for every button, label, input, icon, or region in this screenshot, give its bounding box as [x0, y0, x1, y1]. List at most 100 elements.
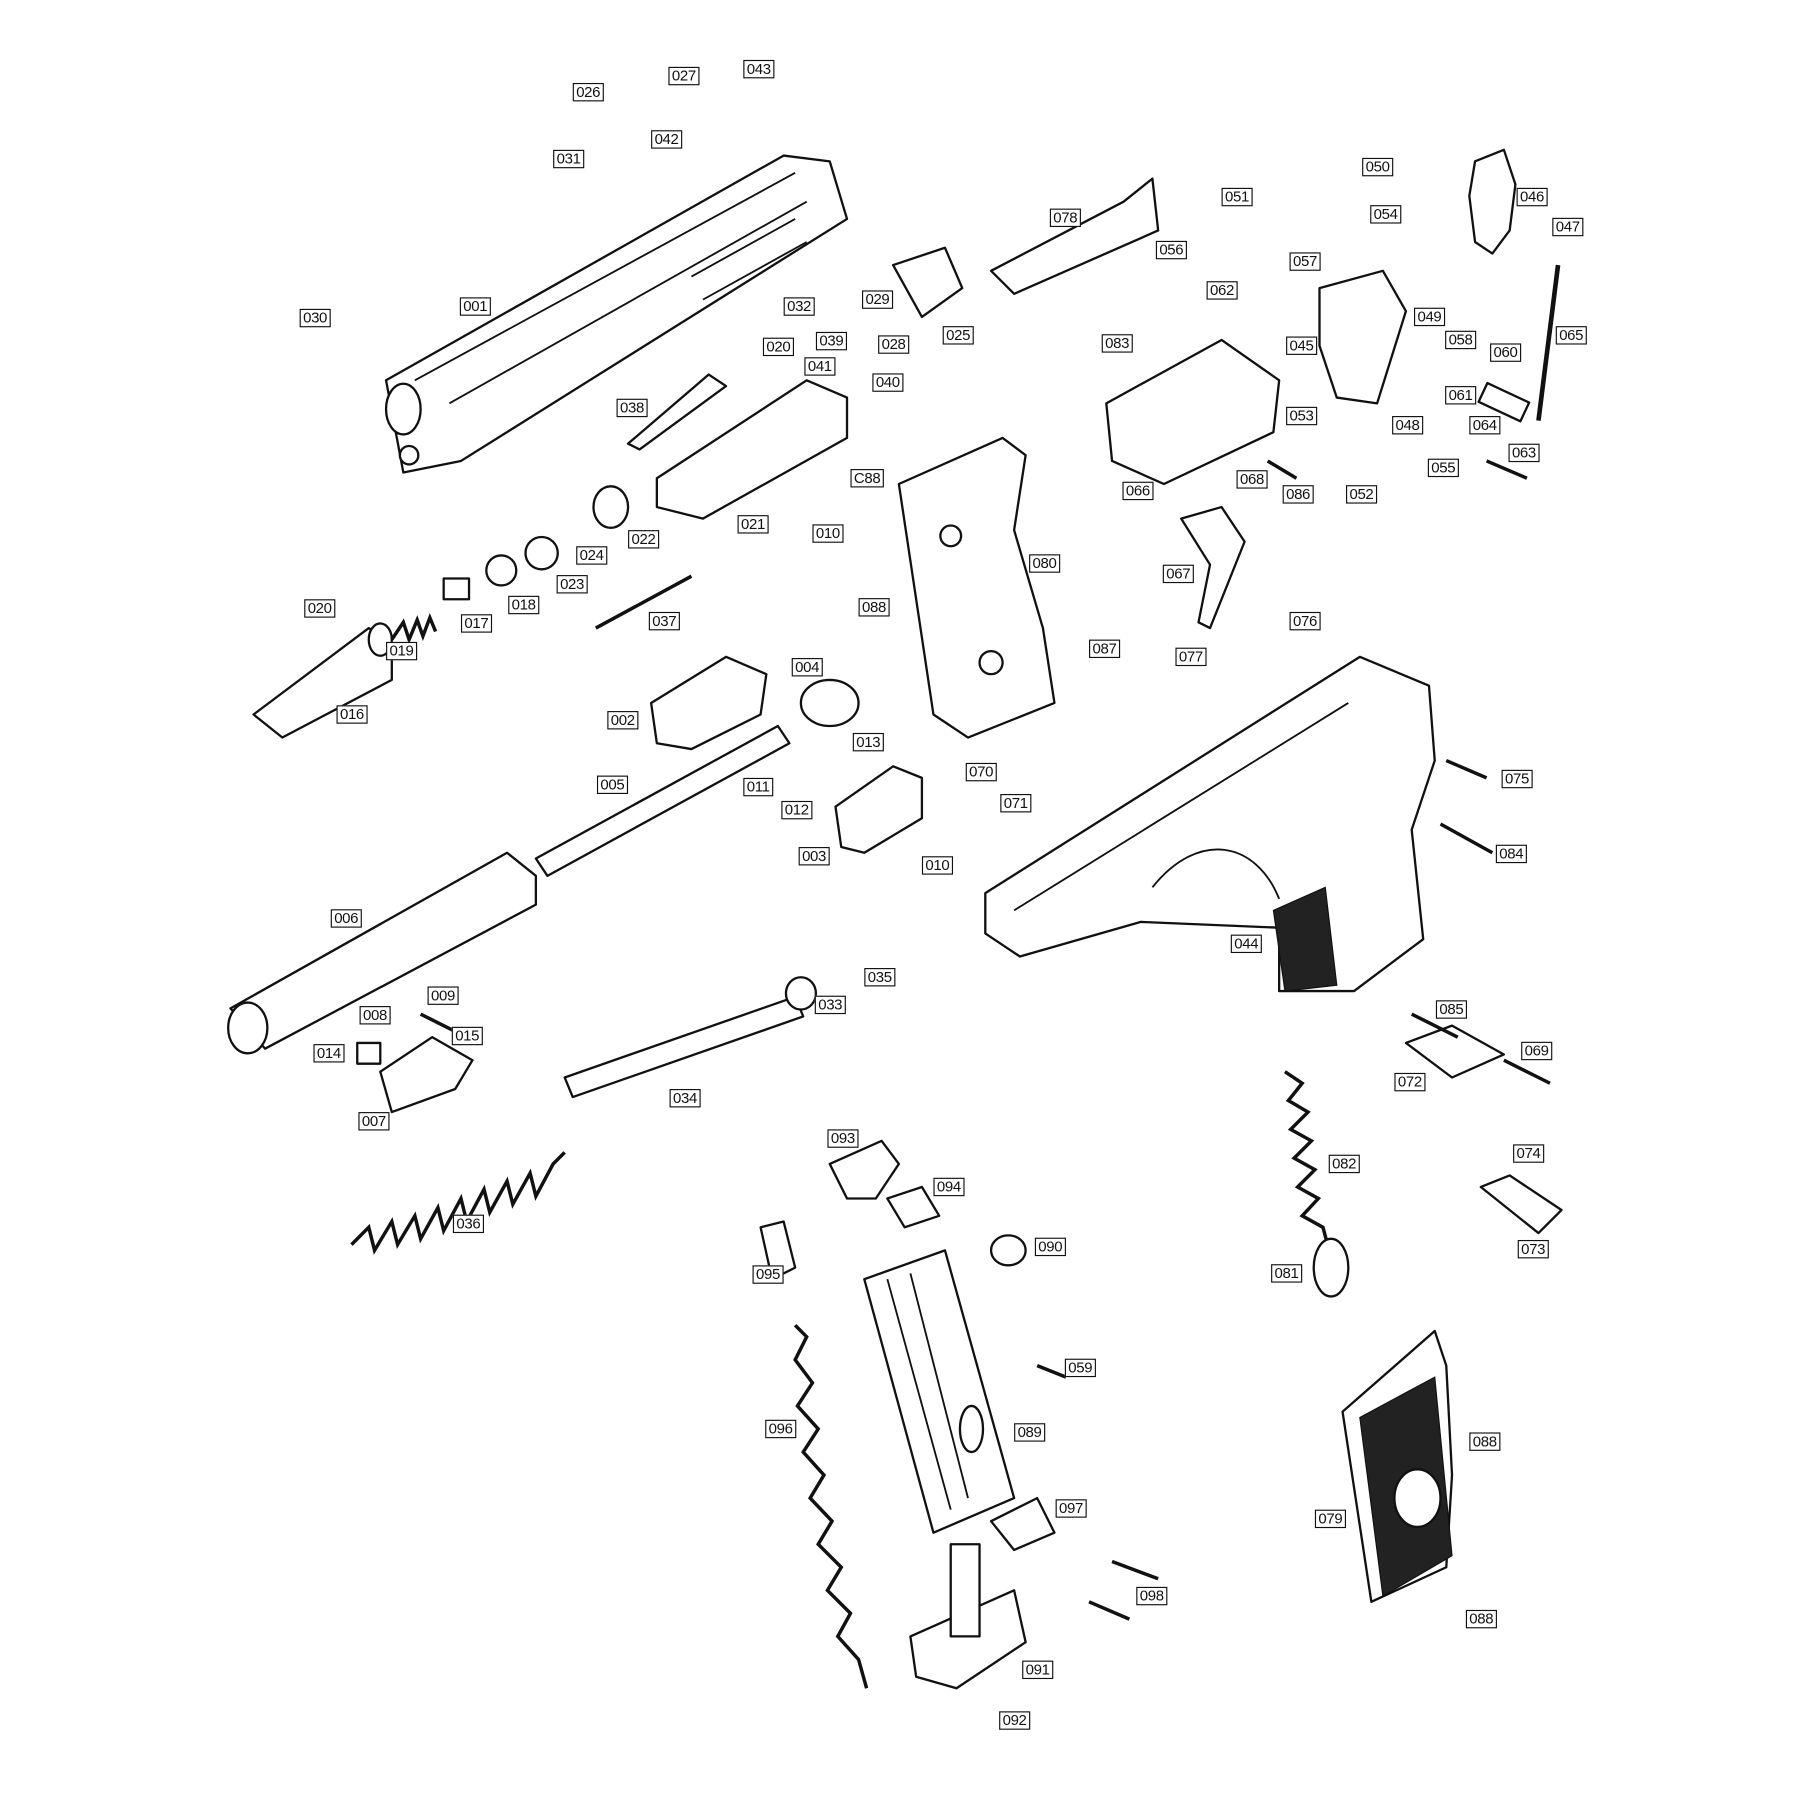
part-label-083: 083	[1101, 334, 1133, 353]
part-090	[989, 1234, 1027, 1267]
part-label-012: 012	[781, 800, 813, 820]
part-label-c88: C88	[850, 469, 884, 488]
slide-stop-part-078	[989, 177, 1160, 296]
grip-screw-hole	[939, 524, 963, 548]
part-label-035: 035	[864, 968, 896, 987]
part-label-009: 009	[427, 986, 459, 1005]
part-label-040: 040	[872, 373, 904, 392]
part-label-006: 006	[330, 909, 362, 928]
pin-part-098b	[1111, 1559, 1159, 1581]
part-label-031: 031	[553, 149, 585, 169]
part-label-090: 090	[1034, 1237, 1066, 1257]
part-label-034: 034	[669, 1089, 701, 1108]
part-label-078: 078	[1049, 208, 1081, 228]
trigger-bar-part-065	[1536, 264, 1561, 421]
part-label-055: 055	[1427, 458, 1459, 478]
part-label-047: 047	[1552, 217, 1584, 237]
part-label-037: 037	[648, 611, 680, 631]
spring-part-019	[390, 612, 438, 645]
part-label-091: 091	[1022, 1660, 1054, 1680]
part-label-015: 015	[451, 1026, 483, 1046]
part-label-076: 076	[1289, 611, 1321, 631]
part-label-016: 016	[336, 705, 368, 724]
part-label-046: 046	[1516, 187, 1548, 207]
trigger-part-067	[1180, 505, 1246, 630]
pin-part-059	[1036, 1363, 1067, 1379]
part-label-014: 014	[313, 1044, 345, 1063]
part-label-058: 058	[1445, 330, 1476, 350]
part-label-084: 084	[1495, 844, 1527, 864]
part-label-049: 049	[1413, 307, 1445, 327]
part-label-007: 007	[358, 1112, 390, 1131]
part-label-088: 088	[1469, 1432, 1501, 1451]
pin-part-085	[1410, 1012, 1459, 1039]
mag-valve-column	[949, 1543, 981, 1638]
part-label-041: 041	[804, 357, 836, 376]
cylinder-cap-part-022	[592, 485, 630, 529]
pin-part-063	[1485, 459, 1528, 480]
part-023	[524, 535, 559, 571]
right-grip-part-079	[1341, 1329, 1454, 1603]
part-label-067: 067	[1162, 564, 1194, 584]
part-label-061: 061	[1445, 386, 1476, 405]
part-label-010: 010	[812, 524, 844, 543]
spring-cap-part-081	[1312, 1237, 1350, 1298]
part-094	[886, 1185, 941, 1229]
part-072	[1404, 1024, 1506, 1079]
part-label-051: 051	[1221, 187, 1253, 207]
locking-block-part-007	[379, 1036, 474, 1114]
part-label-020: 020	[762, 337, 794, 357]
part-label-018: 018	[508, 595, 540, 615]
slide-part-001	[384, 154, 849, 474]
part-017	[442, 577, 471, 601]
part-label-068: 068	[1236, 470, 1268, 489]
part-label-066: 066	[1122, 481, 1154, 501]
part-097	[989, 1496, 1056, 1552]
part-095	[759, 1220, 797, 1281]
part-label-086: 086	[1282, 485, 1314, 504]
part-label-069: 069	[1521, 1041, 1553, 1061]
pin-part-075	[1445, 758, 1488, 780]
part-label-064: 064	[1469, 416, 1501, 435]
part-label-027: 027	[668, 66, 700, 86]
part-label-071: 071	[1000, 794, 1032, 813]
part-label-070: 070	[965, 762, 997, 782]
part-label-059: 059	[1064, 1358, 1096, 1378]
part-064	[1477, 381, 1531, 423]
pin-part-069	[1503, 1058, 1551, 1085]
part-label-063: 063	[1508, 443, 1540, 463]
left-grip-part-080	[897, 436, 1056, 739]
spring-part-037	[594, 574, 693, 630]
inner-barrel-part-005	[534, 724, 791, 877]
frame-part-044	[984, 655, 1436, 993]
part-label-056: 056	[1155, 240, 1187, 260]
pin-part-098a	[1088, 1600, 1131, 1621]
part-label-074: 074	[1513, 1144, 1544, 1163]
part-label-094: 094	[933, 1177, 965, 1197]
part-label-028: 028	[878, 335, 910, 354]
part-073	[1479, 1174, 1563, 1235]
part-label-088: 088	[858, 598, 890, 617]
part-label-044: 044	[1230, 934, 1262, 954]
hop-chamber-part-021	[655, 379, 849, 520]
part-label-025: 025	[942, 326, 974, 345]
part-label-088: 088	[1465, 1609, 1497, 1629]
part-label-053: 053	[1286, 406, 1317, 426]
part-label-029: 029	[861, 290, 893, 309]
part-003	[834, 765, 924, 854]
part-label-089: 089	[1014, 1423, 1045, 1442]
part-label-042: 042	[651, 130, 682, 149]
part-label-050: 050	[1362, 157, 1394, 177]
part-label-052: 052	[1346, 485, 1377, 504]
nozzle-part-016	[252, 622, 393, 739]
mag-spring-part-096	[793, 1324, 869, 1689]
recoil-spring-part-036	[350, 1151, 566, 1255]
part-label-030: 030	[299, 308, 331, 328]
part-label-072: 072	[1394, 1072, 1426, 1092]
part-002	[649, 655, 768, 751]
part-label-079: 079	[1314, 1509, 1346, 1529]
sear-housing-part-045	[1318, 269, 1408, 405]
part-label-073: 073	[1517, 1239, 1549, 1259]
part-label-093: 093	[827, 1129, 859, 1148]
part-018	[485, 554, 518, 587]
